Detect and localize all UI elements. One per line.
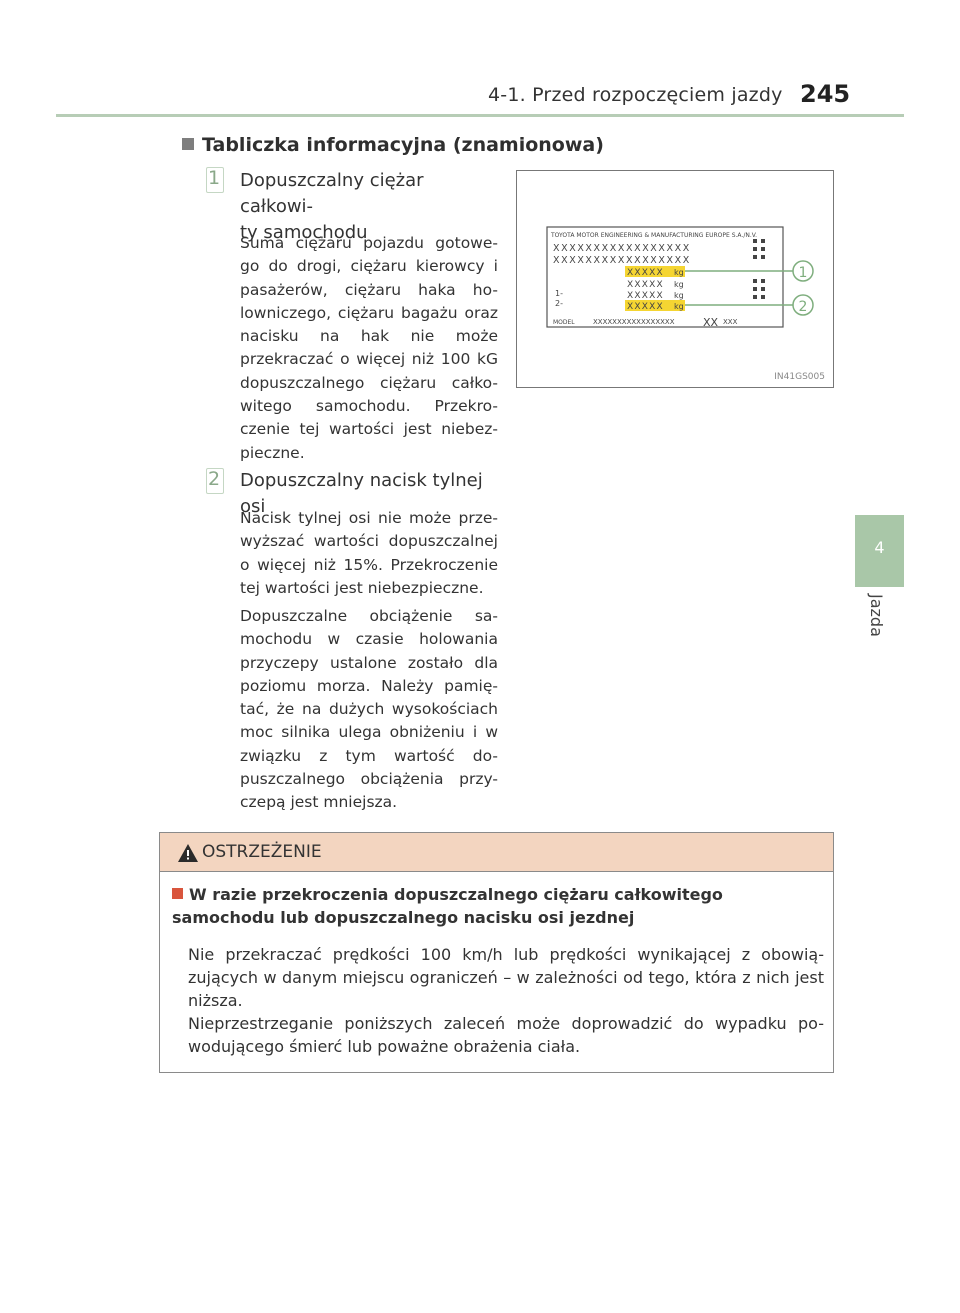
- warning-subheading-text: W razie przekroczenia dopuszczalnego cię…: [172, 885, 723, 927]
- item-2-title-line1: Dopuszczalny nacisk tylnej osi: [240, 470, 483, 517]
- item-2-text: Nacisk tylnej osi nie może prze-wyższać …: [240, 509, 498, 597]
- square-bullet-icon: [182, 138, 194, 150]
- callout-1-number: 1: [799, 265, 808, 281]
- figure-code: IN41GS005: [774, 372, 825, 382]
- information-plate-illustration: TOYOTA MOTOR ENGINEERING & MANUFACTURING…: [546, 226, 814, 329]
- callout-1-circle: [792, 260, 814, 282]
- model-label: MODEL: [553, 319, 575, 326]
- page-number: 245: [800, 80, 851, 108]
- model-value: XXXXXXXXXXXXXXXXX: [593, 318, 675, 326]
- red-square-bullet-icon: [172, 888, 183, 899]
- weight-3-value: XXXXX: [627, 291, 664, 301]
- warning-box: OSTRZEŻENIE W razie przekroczenia dopusz…: [159, 832, 834, 1073]
- weight-2-value: XXXXX: [627, 280, 664, 290]
- chapter-title: 4-1. Przed rozpoczęciem jazdy: [488, 84, 783, 106]
- chapter-tab: [855, 515, 904, 587]
- callout-2-circle: [792, 294, 814, 316]
- section-heading-text: Tabliczka informacyjna (znamionowa): [202, 134, 604, 156]
- warning-body: Nie przekraczać prędkości 100 km/h lub p…: [188, 943, 824, 1058]
- item-1-text: Suma ciężaru pojazdu gotowe-go do drogi,…: [240, 234, 498, 462]
- model-code-2: XXX: [723, 318, 738, 326]
- chapter-tab-label: Jazda: [867, 594, 886, 637]
- item-1-title-line2: ty samochodu: [240, 222, 368, 243]
- weight-4-value: XXXXX: [627, 302, 664, 312]
- number-1-icon: 1: [206, 167, 228, 193]
- warning-paragraph-2: Nieprzestrzeganie poniższych zaleceń moż…: [188, 1014, 824, 1056]
- chapter-tab-label-wrap: Jazda: [864, 594, 894, 654]
- plate-row-2: XXXXXXXXXXXXXXXXX: [553, 255, 691, 266]
- section-heading: Tabliczka informacyjna (znamionowa): [182, 134, 604, 156]
- item-2-text-2: Dopuszczalne obciążenie sa-mochodu w cza…: [240, 607, 498, 812]
- header-rule: [56, 114, 904, 117]
- plate-vertical-markings: [753, 239, 765, 299]
- number-2-icon: 2: [206, 468, 228, 494]
- weight-4-prefix: 2-: [555, 299, 563, 308]
- item-1-title-line1: Dopuszczalny ciężar całkowi-: [240, 170, 424, 217]
- weight-1-highlight: [625, 266, 685, 277]
- weight-1-value: XXXXX: [627, 268, 664, 278]
- model-code: XX: [703, 316, 719, 329]
- warning-triangle-icon: [178, 844, 198, 862]
- weight-2-unit: kg: [674, 280, 684, 289]
- item-1-title: Dopuszczalny ciężar całkowi- ty samochod…: [240, 168, 500, 246]
- plate-figure: TOYOTA MOTOR ENGINEERING & MANUFACTURING…: [516, 170, 834, 388]
- warning-header: OSTRZEŻENIE: [160, 833, 833, 872]
- weight-1-unit: kg: [674, 268, 684, 277]
- warning-subheading: W razie przekroczenia dopuszczalnego cię…: [172, 883, 824, 929]
- weight-3-prefix: 1-: [555, 289, 563, 298]
- item-2-title: Dopuszczalny nacisk tylnej osi: [240, 468, 510, 520]
- plate-header-text: TOYOTA MOTOR ENGINEERING & MANUFACTURING…: [550, 232, 757, 239]
- warning-title: OSTRZEŻENIE: [202, 842, 322, 862]
- chapter-tab-number: 4: [874, 538, 885, 557]
- plate-row-1: XXXXXXXXXXXXXXXXX: [553, 243, 691, 254]
- warning-paragraph-1: Nie przekraczać prędkości 100 km/h lub p…: [188, 945, 824, 1010]
- weight-4-unit: kg: [674, 302, 684, 311]
- weight-3-unit: kg: [674, 291, 684, 300]
- weight-4-highlight: [625, 300, 685, 311]
- callout-2-number: 2: [799, 299, 808, 315]
